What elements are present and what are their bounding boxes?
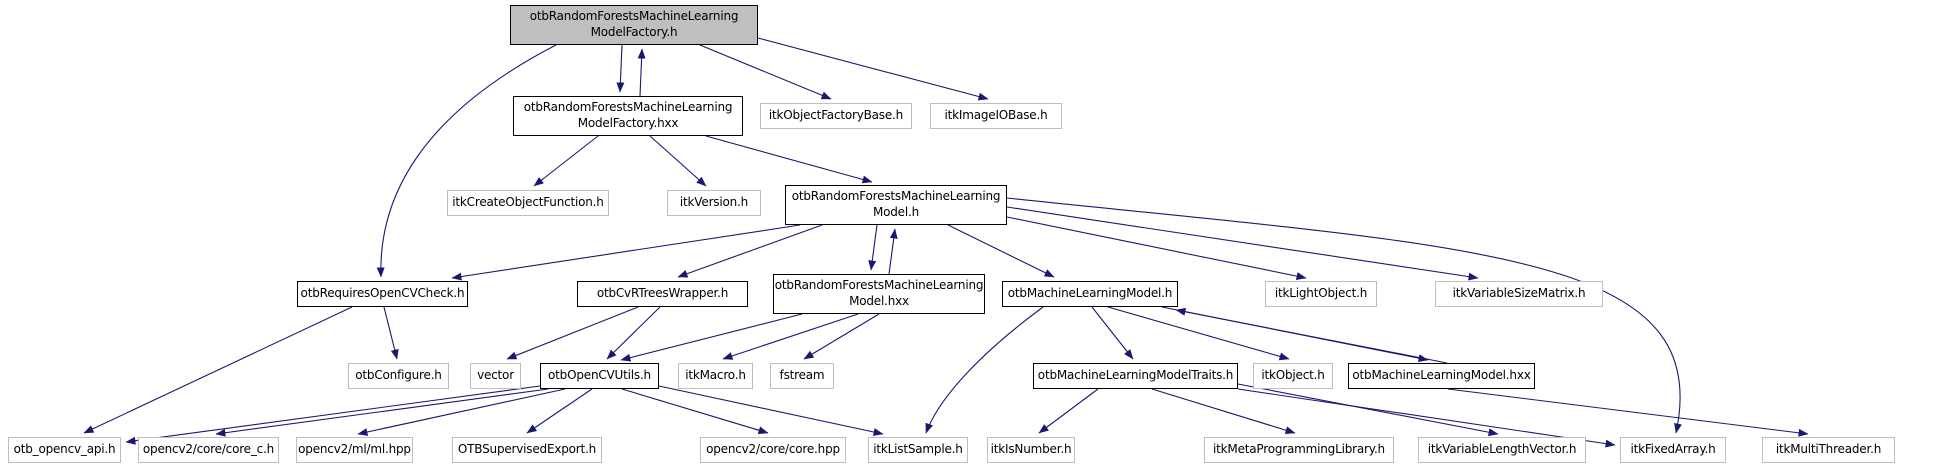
node-otb-supervised-export-h: OTBSupervisedExport.h bbox=[452, 437, 602, 463]
node-itk-variable-size-matrix-h: itkVariableSizeMatrix.h bbox=[1435, 281, 1603, 307]
node-opencv2-ml-ml-hpp: opencv2/ml/ml.hpp bbox=[296, 437, 413, 463]
node-itk-list-sample-h: itkListSample.h bbox=[868, 437, 968, 463]
node-itk-object-factory-base-h: itkObjectFactoryBase.h bbox=[760, 103, 912, 129]
node-otb-configure-h: otbConfigure.h bbox=[348, 363, 449, 389]
edge-otb-machine-learning-model-h-to-itk-list-sample-h bbox=[925, 306, 1044, 434]
node-otb-machine-learning-model-h[interactable]: otbMachineLearningModel.h bbox=[1002, 281, 1178, 307]
edge-model-hxx-to-model-h bbox=[888, 228, 898, 275]
edge-otb-opencv-utils-h-to-otb-supervised-export-h bbox=[526, 388, 593, 434]
node-otb-machine-learning-model-traits-h[interactable]: otbMachineLearningModelTraits.h bbox=[1033, 363, 1238, 389]
edge-otb-machine-learning-model-hxx-to-otb-machine-learning-model-h bbox=[1175, 307, 1448, 364]
edge-otb-requires-opencv-check-h-to-otb-opencv-api-h bbox=[83, 306, 353, 434]
node-itk-light-object-h: itkLightObject.h bbox=[1265, 281, 1377, 307]
edge-factory-h-to-itk-image-io-base-h bbox=[757, 37, 989, 101]
node-model-hxx[interactable]: otbRandomForestsMachineLearning Model.hx… bbox=[773, 274, 985, 314]
node-itk-variable-length-vector-h: itkVariableLengthVector.h bbox=[1418, 437, 1586, 463]
edge-model-hxx-to-otb-opencv-utils-h bbox=[620, 313, 803, 362]
edge-otb-opencv-utils-h-to-opencv2-core-core-hpp bbox=[621, 388, 769, 435]
edge-model-h-to-itk-light-object-h bbox=[1006, 216, 1307, 281]
node-itk-create-object-function-h: itkCreateObjectFunction.h bbox=[447, 190, 609, 216]
edge-factory-hxx-to-itk-create-object-function-h bbox=[533, 135, 599, 187]
node-otb-opencv-utils-h[interactable]: otbOpenCVUtils.h bbox=[540, 363, 659, 389]
node-otb-opencv-api-h: otb_opencv_api.h bbox=[8, 437, 121, 463]
node-itk-image-io-base-h: itkImageIOBase.h bbox=[930, 103, 1062, 129]
node-itk-version-h: itkVersion.h bbox=[667, 190, 761, 216]
edge-otb-machine-learning-model-traits-h-to-itk-variable-length-vector-h bbox=[1237, 383, 1499, 437]
node-itk-macro-h: itkMacro.h bbox=[678, 363, 753, 389]
edge-otb-cvrtrees-wrapper-h-to-vector bbox=[506, 306, 639, 360]
edge-otb-opencv-utils-h-to-itk-list-sample-h bbox=[658, 385, 884, 436]
node-otb-requires-opencv-check-h[interactable]: otbRequiresOpenCVCheck.h bbox=[297, 281, 468, 307]
edge-factory-hxx-to-itk-version-h bbox=[649, 135, 707, 187]
edge-factory-h-to-otb-requires-opencv-check-h bbox=[376, 44, 557, 278]
node-itk-multi-threader-h: itkMultiThreader.h bbox=[1762, 437, 1895, 463]
edge-otb-machine-learning-model-traits-h-to-itk-is-number-h bbox=[1038, 388, 1099, 434]
edge-factory-h-to-factory-hxx bbox=[616, 44, 625, 93]
node-otb-cvrtrees-wrapper-h[interactable]: otbCvRTreesWrapper.h bbox=[577, 281, 748, 307]
edge-otb-opencv-utils-h-to-opencv2-core-core-c-h bbox=[215, 388, 549, 437]
edge-factory-hxx-to-model-h bbox=[705, 135, 873, 184]
edge-model-h-to-otb-machine-learning-model-h bbox=[947, 224, 1055, 278]
node-factory-hxx[interactable]: otbRandomForestsMachineLearning ModelFac… bbox=[513, 96, 743, 136]
node-opencv2-core-core-c-h: opencv2/core/core_c.h bbox=[138, 437, 279, 463]
edge-model-h-to-model-hxx bbox=[868, 224, 878, 271]
node-vector: vector bbox=[470, 363, 521, 389]
edge-otb-machine-learning-model-h-to-otb-machine-learning-model-traits-h bbox=[1091, 306, 1134, 360]
edge-otb-opencv-utils-h-to-otb-opencv-api-h bbox=[125, 385, 541, 445]
edge-otb-requires-opencv-check-h-to-otb-configure-h bbox=[383, 306, 399, 360]
edge-model-hxx-to-fstream bbox=[803, 313, 880, 360]
edge-factory-h-to-itk-object-factory-base-h bbox=[699, 44, 832, 100]
node-itk-is-number-h: itkIsNumber.h bbox=[987, 437, 1075, 463]
node-opencv2-core-core-hpp: opencv2/core/core.hpp bbox=[700, 437, 846, 463]
edge-factory-hxx-to-factory-h bbox=[637, 48, 646, 97]
edge-otb-machine-learning-model-traits-h-to-itk-meta-programming-library-h bbox=[1151, 388, 1296, 435]
edge-model-h-to-itk-variable-size-matrix-h bbox=[1006, 206, 1479, 281]
edge-otb-opencv-utils-h-to-opencv2-ml-ml-hpp bbox=[357, 388, 566, 436]
node-itk-meta-programming-library-h: itkMetaProgrammingLibrary.h bbox=[1204, 437, 1394, 463]
node-itk-fixed-array-h: itkFixedArray.h bbox=[1620, 437, 1726, 463]
edge-otb-machine-learning-model-hxx-to-itk-multi-threader-h bbox=[1447, 388, 1809, 437]
node-factory-h: otbRandomForestsMachineLearning ModelFac… bbox=[510, 5, 758, 45]
edge-model-hxx-to-itk-macro-h bbox=[722, 313, 859, 360]
node-model-h[interactable]: otbRandomForestsMachineLearning Model.h bbox=[785, 185, 1007, 225]
edge-otb-machine-learning-model-traits-h-to-itk-fixed-array-h bbox=[1237, 388, 1616, 448]
edge-model-h-to-otb-cvrtrees-wrapper-h bbox=[677, 224, 823, 278]
edge-model-h-to-otb-requires-opencv-check-h bbox=[451, 224, 801, 281]
node-fstream: fstream bbox=[770, 363, 834, 389]
edge-model-h-to-itk-fixed-array-h bbox=[1006, 197, 1682, 434]
node-otb-machine-learning-model-hxx[interactable]: otbMachineLearningModel.hxx bbox=[1348, 363, 1535, 389]
edge-otb-machine-learning-model-h-to-itk-object-h bbox=[1107, 306, 1290, 361]
edge-otb-cvrtrees-wrapper-h-to-otb-opencv-utils-h bbox=[606, 306, 661, 360]
node-itk-object-h: itkObject.h bbox=[1253, 363, 1333, 389]
